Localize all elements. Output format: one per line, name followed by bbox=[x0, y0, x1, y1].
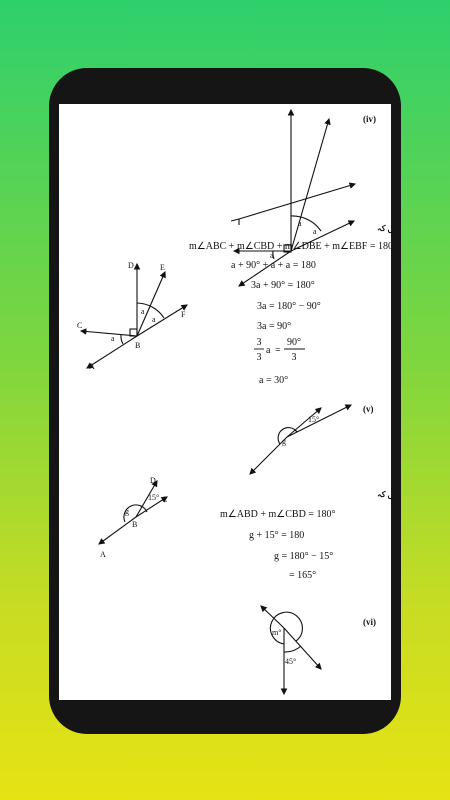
point-label-d: D bbox=[128, 261, 134, 270]
point-label-c: C bbox=[162, 495, 167, 504]
figure-iv-side-right-angle bbox=[129, 328, 138, 337]
point-label-d: D bbox=[150, 476, 156, 485]
fraction-right-numerator: 90° bbox=[287, 337, 301, 348]
figure-iv-side-ray-bc bbox=[79, 328, 138, 337]
problem-iv-line-5: 3a = 90° bbox=[257, 321, 291, 332]
figure-v-top-angle-15: 15° bbox=[308, 415, 319, 424]
problem-v-number: (v) bbox=[363, 404, 374, 414]
problem-iv-line-4: 3a = 180° − 90° bbox=[257, 301, 321, 312]
figure-vi-angle-m: m° bbox=[272, 628, 281, 637]
figure-iv-side-angle-label: a bbox=[141, 307, 145, 316]
figure-iv-top bbox=[230, 108, 357, 287]
figure-v-top-angle-g: g bbox=[282, 437, 286, 446]
figure-v-side-ray-ba bbox=[98, 516, 137, 545]
problem-v-line-1: m∠ABD + m∠CBD = 180° bbox=[220, 509, 335, 520]
figure-iv-top-angle-label: a bbox=[313, 227, 317, 236]
figure-v-side-ray-bc bbox=[135, 496, 168, 518]
figure-iv-top-arc bbox=[290, 215, 322, 232]
figure-iv-side-angle-label: a bbox=[152, 315, 156, 324]
figure-iv-side bbox=[79, 262, 188, 369]
figure-iv-top-angle-label: a bbox=[298, 219, 302, 228]
point-label-e: E bbox=[160, 263, 165, 272]
figure-iv-side-ray-be bbox=[136, 270, 166, 337]
problem-v-line-2: g + 15° = 180 bbox=[249, 530, 304, 541]
problem-v-line-4: = 165° bbox=[289, 570, 316, 581]
figure-v-top-ray-left bbox=[249, 436, 288, 475]
point-label-b: B bbox=[132, 520, 137, 529]
point-label-a: A bbox=[100, 550, 106, 559]
figure-iv-top-oblique-ray bbox=[290, 117, 331, 252]
figure-vi bbox=[260, 605, 322, 696]
fraction-left-denominator: 3 bbox=[257, 352, 262, 363]
figure-vi-ray-up-left bbox=[260, 605, 285, 629]
problem-iv-line-2: a + 90° + a + a = 180 bbox=[231, 260, 316, 271]
figure-iv-side-ray-bf bbox=[136, 304, 188, 337]
math-solutions-page: a a a (iv) حل: ہم جانتے ہیں کہ m∠ABC + m… bbox=[77, 108, 391, 696]
figure-v-side bbox=[98, 480, 168, 545]
problem-v-line-3: g = 180° − 15° bbox=[274, 551, 333, 562]
figure-v-side-angle-15: 15° bbox=[148, 493, 159, 502]
figure-v-side-angle-g: g bbox=[125, 507, 129, 516]
point-label-c: C bbox=[77, 321, 82, 330]
figure-iv-top-lower-right-ray bbox=[290, 220, 355, 252]
figure-vi-reflex-arc bbox=[269, 611, 303, 645]
figure-iv-top-right-angle bbox=[283, 244, 292, 253]
point-label-f: F bbox=[181, 310, 186, 319]
problem-iv-number: (iv) bbox=[363, 114, 376, 124]
problem-vi-number: (vi) bbox=[363, 617, 376, 627]
figure-vi-small-arc bbox=[283, 645, 302, 653]
device-frame: a a a (iv) حل: ہم جانتے ہیں کہ m∠ABC + m… bbox=[49, 68, 401, 734]
point-label-a: A bbox=[89, 362, 95, 371]
fraction-left-variable: a bbox=[266, 345, 271, 356]
fraction-equals: = bbox=[275, 345, 281, 356]
figure-iv-top-base-right bbox=[238, 182, 357, 220]
figure-v-top-reflex-arc bbox=[277, 427, 298, 445]
problem-iv-line-6: a = 30° bbox=[259, 375, 288, 386]
figure-iv-side-ray-ba bbox=[86, 335, 138, 369]
figure-v-top-ray-upper bbox=[286, 407, 322, 438]
figure-v-side-ray-bd bbox=[135, 480, 158, 518]
figure-iv-top-base-gap bbox=[230, 218, 240, 222]
fraction-right-denominator: 3 bbox=[292, 352, 297, 363]
figure-iv-top-angle-label: a bbox=[270, 251, 274, 260]
figure-v-top-ray-right bbox=[286, 404, 352, 438]
fraction-left-numerator: 3 bbox=[257, 337, 262, 348]
figure-iv-top-lower-left-ray bbox=[238, 250, 292, 287]
figure-iv-side-small-arc bbox=[120, 334, 124, 345]
figure-v-top bbox=[249, 404, 352, 475]
document-page: a a a (iv) حل: ہم جانتے ہیں کہ m∠ABC + m… bbox=[59, 104, 391, 700]
problem-iv-solution-heading: حل: ہم جانتے ہیں کہ bbox=[377, 224, 391, 234]
figure-vi-ray-down-right bbox=[283, 627, 322, 670]
problem-v-solution-heading: حل: ہم جانتے ہیں کہ bbox=[377, 490, 391, 500]
figure-iv-side-arc bbox=[136, 302, 165, 319]
problem-iv-line-3: 3a + 90° = 180° bbox=[251, 280, 315, 291]
point-label-b: B bbox=[135, 341, 140, 350]
figure-v-side-reflex-arc bbox=[123, 504, 148, 523]
problem-iv-line-1: m∠ABC + m∠CBD + m∠DBE + m∠EBF = 180° bbox=[189, 241, 391, 252]
figure-vi-angle-45: 45° bbox=[285, 657, 296, 666]
figure-iv-top-small-arc bbox=[272, 250, 275, 260]
figure-iv-side-angle-label: a bbox=[111, 334, 115, 343]
